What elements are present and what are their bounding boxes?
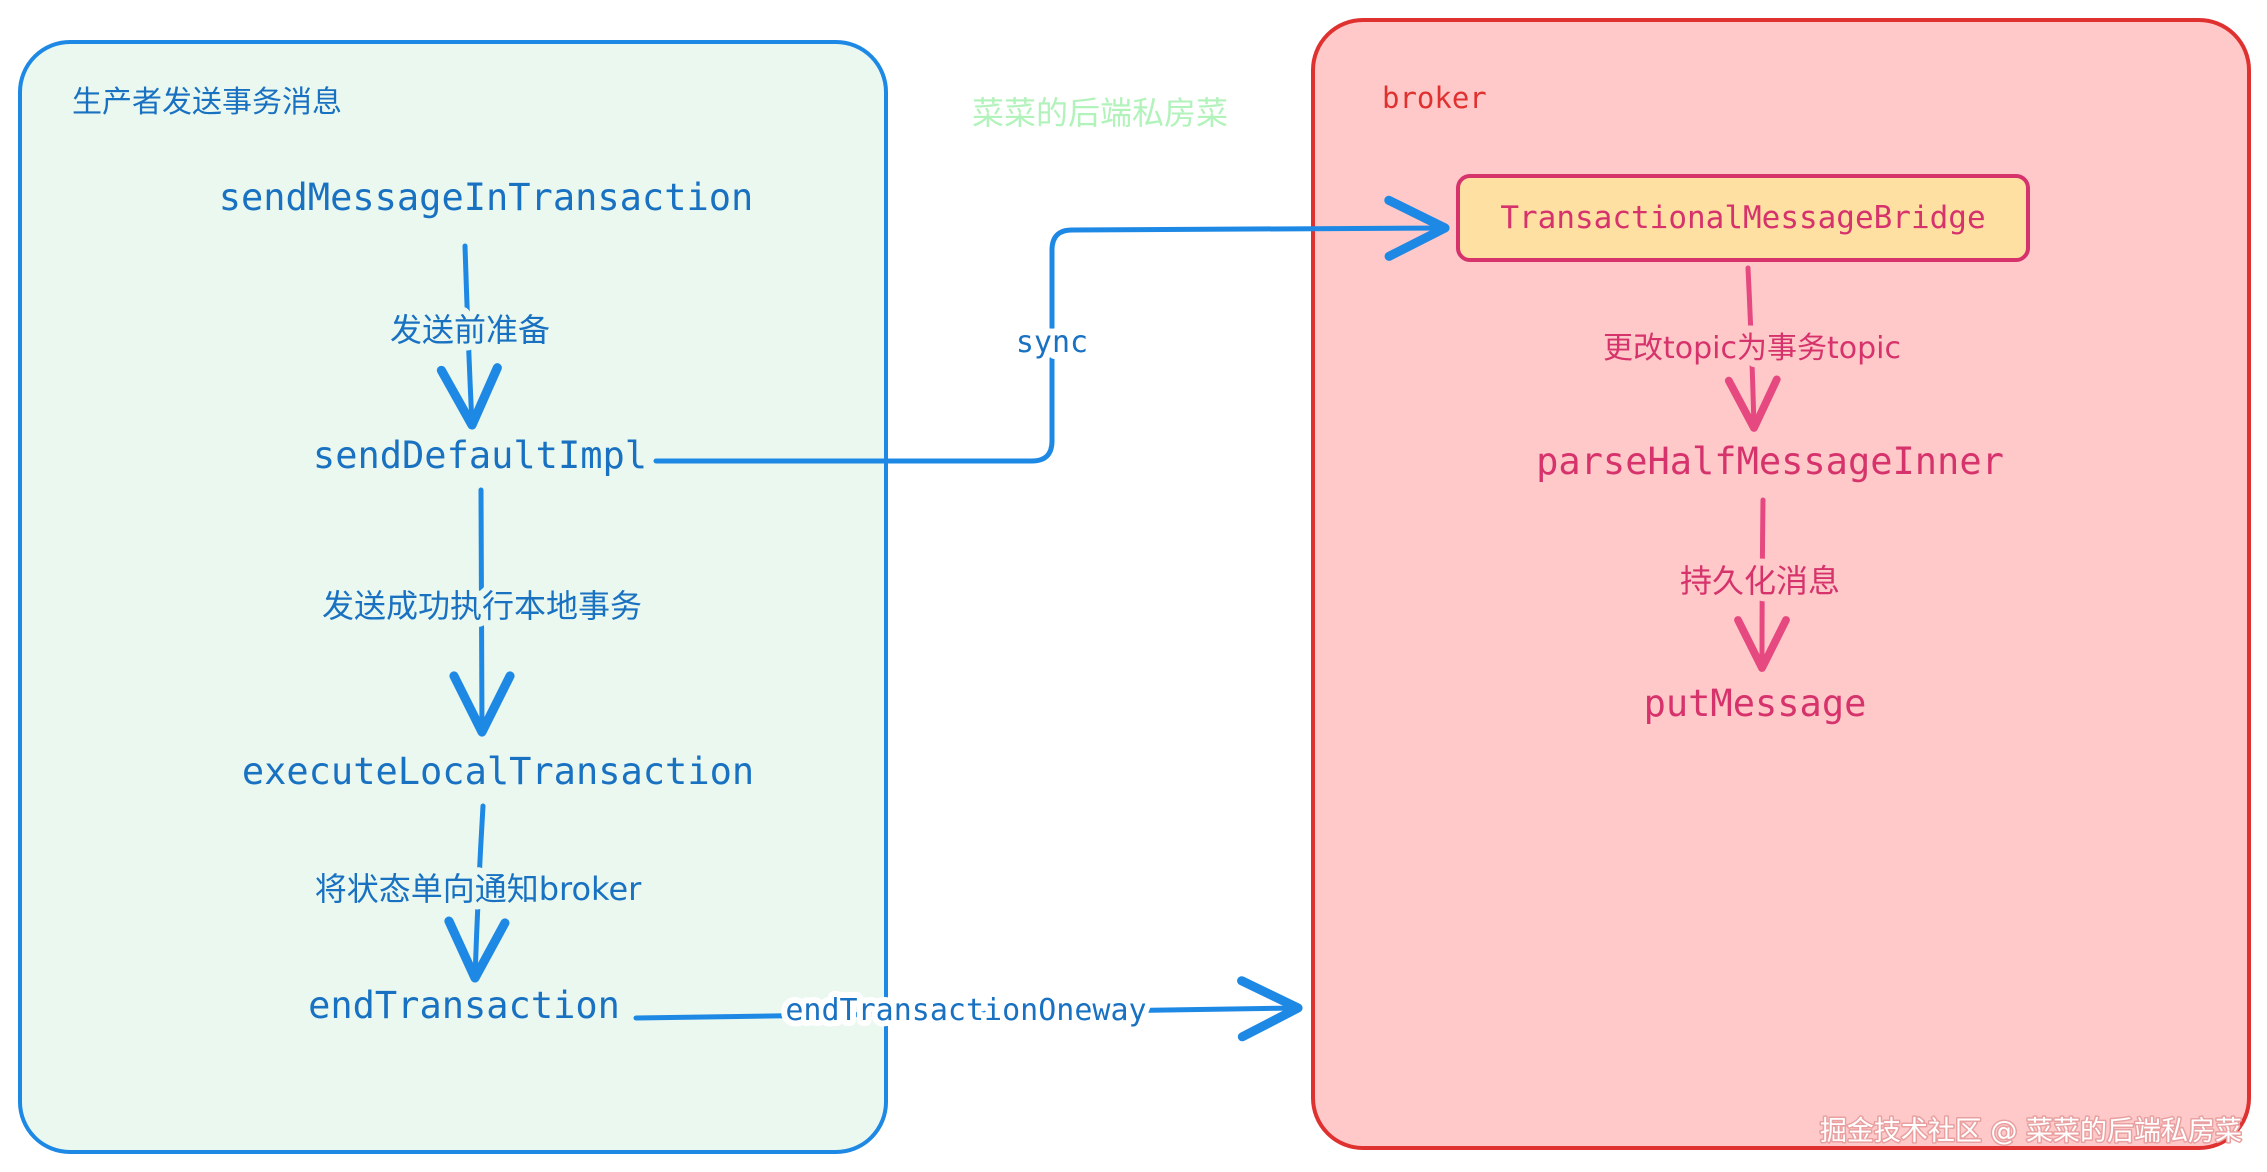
arrow-persist — [1734, 497, 1790, 672]
broker-panel-title: broker — [1382, 81, 1487, 115]
producer-panel-title: 生产者发送事务消息 — [72, 85, 342, 120]
arrow-notify — [444, 803, 510, 983]
edge-label-change-topic: 更改topic为事务topic — [1603, 331, 1901, 366]
edge-label-notify: 将状态单向通知broker — [315, 870, 642, 908]
edge-label-oneway: endTransactionOneway — [785, 993, 1146, 1028]
bridge-label: TransactionalMessageBridge — [1500, 200, 1985, 236]
arrow-exec-local — [449, 487, 515, 737]
producer-panel-box — [18, 40, 888, 1154]
node-transactional-message-bridge: TransactionalMessageBridge — [1456, 174, 2030, 262]
node-parse-half-message-inner: parseHalfMessageInner — [1536, 440, 2004, 483]
arrow-prepare — [436, 243, 502, 430]
arrow-sync — [653, 195, 1450, 464]
node-end-transaction: endTransaction — [308, 984, 620, 1027]
arrow-change-topic — [1724, 265, 1781, 432]
edge-label-sync: sync — [1016, 325, 1088, 360]
edge-label-persist: 持久化消息 — [1680, 562, 1840, 600]
node-execute-local-transaction: executeLocalTransaction — [242, 750, 754, 793]
node-send-message-in-transaction: sendMessageInTransaction — [219, 176, 754, 219]
producer-panel: 生产者发送事务消息 — [18, 40, 888, 1154]
bridge-box — [1456, 174, 2030, 262]
edge-label-exec-local: 发送成功执行本地事务 — [322, 587, 642, 625]
edge-label-prepare: 发送前准备 — [390, 311, 550, 349]
node-send-default-impl: sendDefaultImpl — [313, 434, 647, 477]
broker-panel-box — [1311, 18, 2251, 1150]
broker-panel: broker — [1311, 18, 2251, 1150]
arrow-end-transaction-oneway — [633, 976, 1303, 1042]
brand-label: 菜菜的后端私房菜 — [972, 94, 1228, 132]
footer-watermark: 掘金技术社区 @ 菜菜的后端私房菜 — [1820, 1116, 2242, 1147]
node-put-message: putMessage — [1644, 682, 1867, 725]
